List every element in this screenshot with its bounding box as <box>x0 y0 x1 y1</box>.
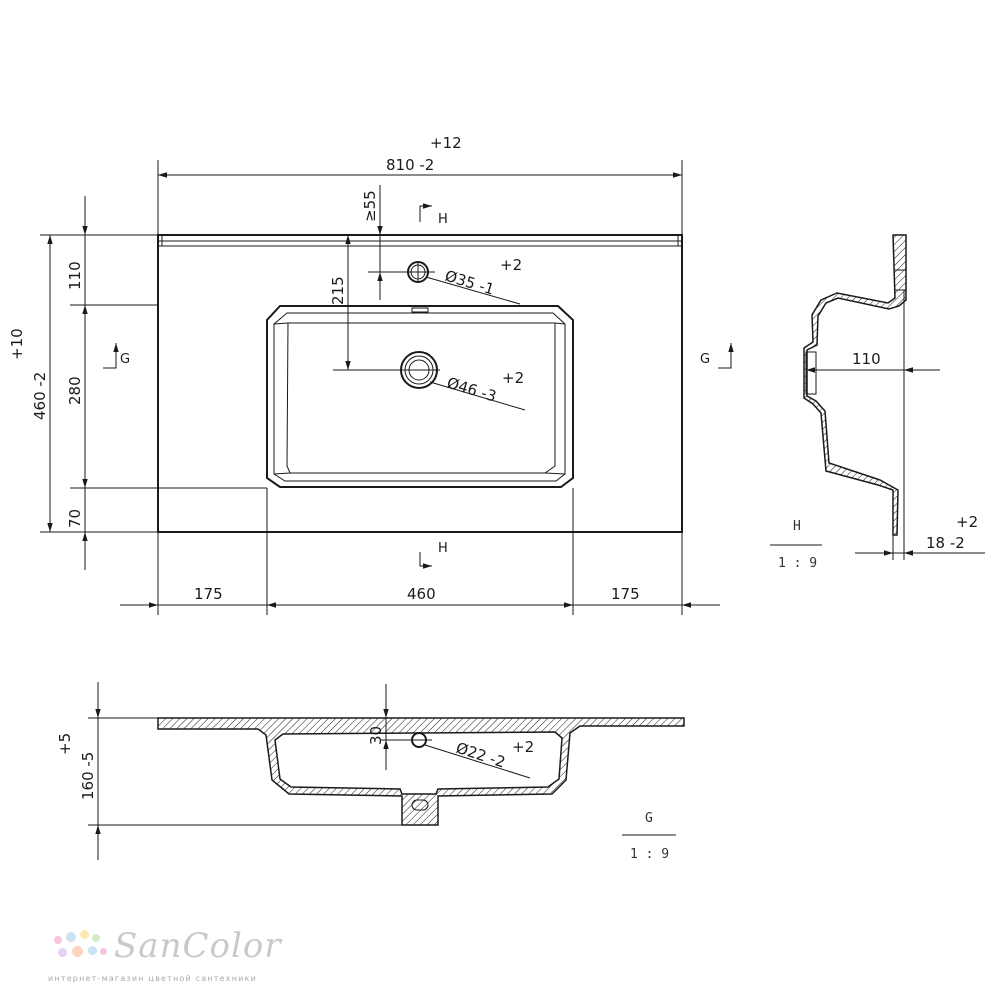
logo-dot <box>88 946 97 955</box>
dim-left-margin: 175 <box>194 585 223 603</box>
brand-logo: SanColor интернет-магазин цветной сантех… <box>48 926 288 990</box>
section-h-scale: 1 : 9 <box>778 556 817 571</box>
dim-215: 215 <box>329 276 347 305</box>
section-h-dim-110: 110 <box>852 350 881 368</box>
section-g-dim-30: 30 <box>367 726 385 745</box>
dim-segment-70: 70 <box>66 509 84 528</box>
section-h-profile <box>803 234 907 536</box>
section-g-height-tol: +5 <box>56 733 74 755</box>
dim-overall-width: 810 -2 <box>386 156 434 174</box>
dim-right-margin: 175 <box>611 585 640 603</box>
countertop-outline <box>157 234 683 533</box>
section-g-view: Ø22 -2 +2 30 160 -5 +5 G 1 : 9 <box>56 682 685 862</box>
section-marker-h-bottom: H <box>438 541 448 556</box>
dim-overall-width-tol: +12 <box>430 134 462 152</box>
dim-overall-depth: 460 -2 <box>31 372 49 420</box>
section-h-thickness: 18 -2 <box>926 534 965 552</box>
section-g-profile <box>157 717 685 826</box>
basin-outline <box>266 305 574 488</box>
tap-hole-tol: +2 <box>500 256 522 274</box>
section-marker-g-left: G <box>120 352 130 367</box>
drain-hole-diameter: Ø46 -3 <box>445 374 499 406</box>
brand-tagline: интернет-магазин цветной сантехники <box>48 974 257 983</box>
section-h-view: 110 18 -2 +2 H 1 : 9 <box>770 234 985 571</box>
section-marker-h-top: H <box>438 212 448 227</box>
logo-dot <box>92 934 100 942</box>
section-g-scale: 1 : 9 <box>630 847 669 862</box>
logo-dot <box>54 936 62 944</box>
dim-segment-110: 110 <box>66 261 84 290</box>
tap-hole-diameter: Ø35 -1 <box>443 267 497 299</box>
tap-hole <box>368 261 435 283</box>
section-marker-g-right: G <box>700 352 710 367</box>
section-g-height: 160 -5 <box>79 752 97 800</box>
logo-dot <box>100 948 107 955</box>
section-h-thickness-tol: +2 <box>956 513 978 531</box>
logo-dot <box>58 948 67 957</box>
overflow-hole-tol: +2 <box>512 738 534 756</box>
drain-hole <box>333 351 440 389</box>
dim-overall-depth-tol: +10 <box>8 328 26 360</box>
drain-hole-tol: +2 <box>502 369 524 387</box>
section-g-label: G <box>645 811 653 826</box>
section-h-label: H <box>793 519 801 534</box>
top-view: 810 -2 +12 460 -2 +10 110 280 70 215 ≥55… <box>8 134 734 615</box>
dim-min-55: ≥55 <box>361 190 379 222</box>
dim-basin-width: 460 <box>407 585 436 603</box>
dim-segment-280: 280 <box>66 376 84 405</box>
logo-dot <box>80 930 89 939</box>
overflow-hole-diameter: Ø22 -2 <box>454 739 508 772</box>
logo-dot <box>72 946 83 957</box>
logo-dot <box>66 932 76 942</box>
brand-name: SanColor <box>114 926 282 966</box>
